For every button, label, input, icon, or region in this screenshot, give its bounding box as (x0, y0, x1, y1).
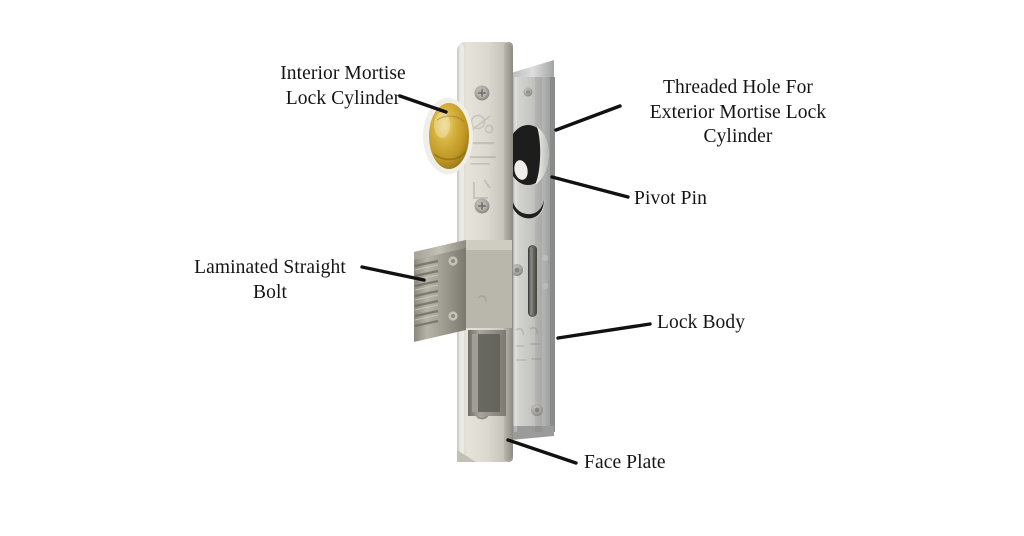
callout-pivot-pin: Pivot Pin (634, 188, 707, 209)
callout-threaded-hole-exterior-cylinder: Threaded Hole For Exterior Mortise Lock … (649, 77, 827, 148)
callout-interior-mortise-lock-cylinder: Interior Mortise Lock Cylinder (280, 63, 406, 109)
callout-lock-body: Lock Body (657, 312, 746, 333)
lock-case-rivets (511, 87, 549, 416)
callout-laminated-straight-bolt: Laminated Straight Bolt (194, 257, 346, 303)
bolt-recess (468, 330, 506, 416)
lock-case-slot (528, 245, 537, 317)
face-plate-engraving (470, 114, 496, 199)
mortise-lock-product-image (404, 30, 594, 480)
laminated-straight-bolt (414, 240, 512, 342)
interior-mortise-lock-cylinder (423, 98, 473, 174)
threaded-hole-cutout (505, 125, 550, 185)
case-engraving (515, 327, 541, 361)
callout-face-plate: Face Plate (584, 452, 666, 473)
pivot-pin-slot (510, 197, 545, 219)
